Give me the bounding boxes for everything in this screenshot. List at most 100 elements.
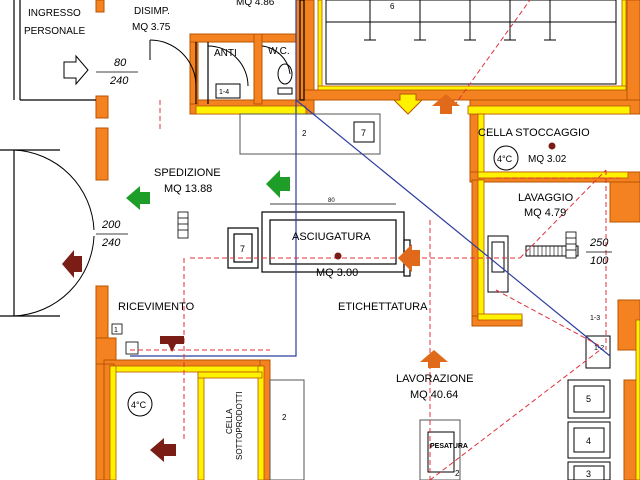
box-inner (573, 385, 605, 413)
wc-tag: 1-4 (219, 89, 229, 96)
door-arc (13, 149, 95, 231)
wall (626, 0, 640, 101)
room-label-asciugatura: ASCIUGATURA (292, 231, 371, 243)
lining (467, 105, 631, 115)
lining (621, 0, 627, 91)
room-label-cella-sottoprodotti-2: SOTTOPRODOTTI (235, 391, 244, 460)
wall (95, 127, 109, 181)
wall (95, 0, 105, 13)
room-label-anti: ANTI (214, 48, 237, 59)
tags (111, 323, 139, 355)
room-label-etichettatura: ETICHETTATURA (338, 301, 428, 313)
door-arc (207, 45, 249, 87)
lining (635, 319, 640, 480)
dim-num: 80 (114, 57, 127, 69)
wall (189, 33, 297, 43)
exit-arrow-icon (126, 186, 150, 210)
lining (317, 0, 323, 91)
entry-arrow-icon (63, 54, 89, 86)
ladder-icon (177, 211, 189, 239)
temp-badge (127, 391, 153, 417)
room-label-spedizione: SPEDIZIONE (154, 167, 221, 179)
dirty-flow-lines (130, 0, 620, 480)
temp-badge-label: 4°C (497, 154, 513, 164)
ladder-icon (565, 231, 577, 259)
temp-badge (493, 145, 519, 171)
table (269, 379, 305, 480)
lining (109, 365, 117, 480)
dim-den: 240 (101, 237, 121, 249)
goods-in-arrow-icon (160, 336, 184, 352)
door-arc (149, 39, 197, 87)
table-number: 2 (302, 129, 307, 138)
box-number: 4 (586, 436, 591, 446)
lining (477, 313, 523, 321)
sensor-dot (334, 252, 342, 260)
room-label-disimp: DISIMP. (134, 6, 170, 17)
box-inner (573, 465, 605, 480)
dim-label: 80 (328, 198, 335, 204)
lining (477, 179, 485, 321)
room-area-spedizione: MQ 13.88 (164, 183, 212, 195)
lining (197, 371, 263, 379)
rack-frame (325, 0, 617, 85)
wall (95, 363, 105, 480)
tag-label: 1-2 (594, 345, 604, 352)
storage-rack (325, 0, 617, 85)
door-arc (261, 45, 291, 75)
room-labels: INGRESSO PERSONALE DISIMP. MQ 3.75 MQ 4.… (24, 0, 590, 460)
room-area-top: MQ 4.86 (236, 0, 275, 8)
room-area-asciugatura: MQ 3.00 (316, 267, 358, 279)
room-label-ingresso-2: PERSONALE (24, 26, 85, 37)
dim-num: 250 (589, 237, 609, 249)
wc-fixtures (215, 63, 293, 99)
sink (215, 83, 241, 99)
lavaggio-fixtures (487, 235, 579, 293)
process-arrow-icon (420, 350, 448, 368)
table-number: 2 (455, 469, 460, 478)
partitions (0, 0, 305, 317)
room-area-lavorazione: MQ 40.64 (410, 389, 458, 401)
sink-inner (491, 241, 505, 273)
room-label-ricevimento: RICEVIMENTO (118, 301, 195, 313)
lining (197, 371, 205, 480)
machine-box-inner (233, 233, 253, 263)
room-label-pesatura: PESATURA (430, 443, 468, 450)
wall (95, 285, 109, 339)
asciugatura-machine (227, 203, 411, 277)
scale (427, 431, 455, 473)
box-number: 3 (586, 469, 591, 479)
wall (189, 33, 199, 105)
wall (303, 89, 640, 101)
dim-den: 240 (109, 75, 129, 87)
sensor-dot (548, 142, 556, 150)
flow-line (130, 0, 297, 357)
lining (257, 365, 265, 480)
lining (109, 365, 265, 373)
room-label-cella-sottoprodotti: CELLA (225, 408, 234, 434)
process-arrow-icon (432, 94, 460, 114)
room-label-ingresso: INGRESSO (28, 8, 81, 19)
ladder-icons (177, 211, 577, 259)
dim-den: 100 (590, 255, 609, 267)
tag-label: 1 (114, 327, 118, 334)
box-inner (573, 427, 605, 453)
machine-inner (269, 219, 397, 265)
room-label-cella-stoccaggio: CELLA STOCCAGGIO (478, 127, 590, 139)
dim-num: 200 (101, 219, 121, 231)
wall (253, 33, 263, 105)
flow-line (429, 349, 601, 480)
tag-box (111, 323, 123, 335)
room-label-wc: W.C. (268, 46, 290, 57)
flow-line (519, 169, 607, 259)
room-area-disimp: MQ 3.75 (132, 22, 171, 33)
tag-box (125, 341, 139, 355)
toilet-tank (277, 87, 293, 95)
prep-table (239, 113, 381, 155)
partition (299, 0, 305, 101)
room-area-cella-stoccaggio: MQ 3.02 (528, 154, 567, 165)
room-label-lavaggio: LAVAGGIO (518, 192, 574, 204)
exit-arrow-icon (266, 170, 290, 198)
wall-lining (109, 0, 640, 480)
